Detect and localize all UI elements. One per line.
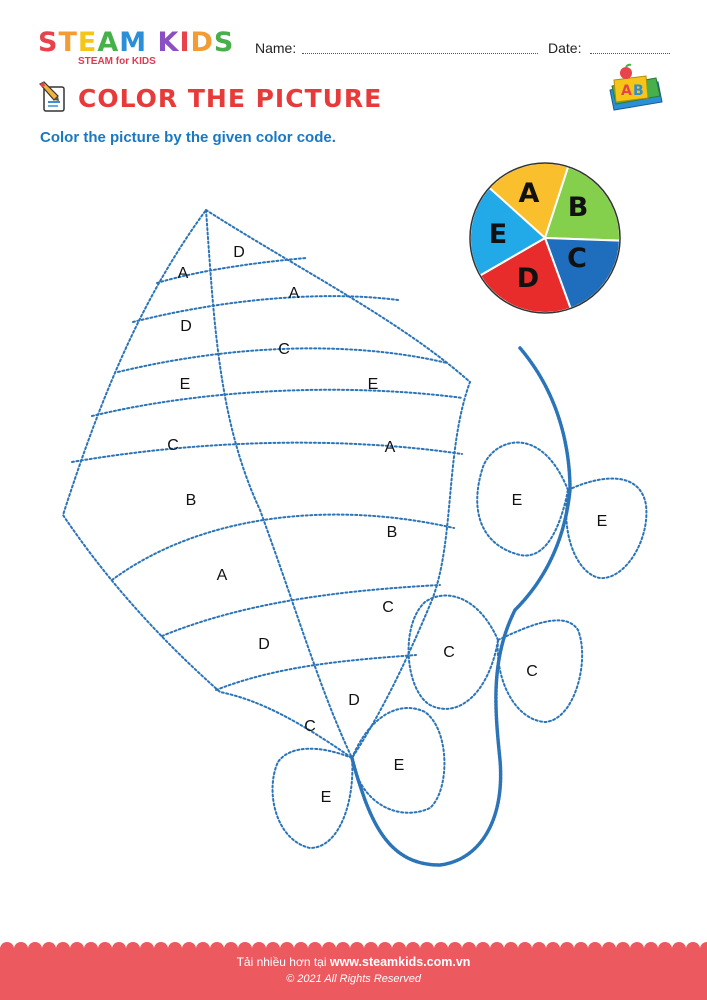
bow-right-loop <box>565 477 648 580</box>
region-color-letter[interactable]: E <box>321 789 332 806</box>
bow-left-loop <box>271 747 354 850</box>
footer-bar <box>0 948 707 1000</box>
logo-letter: T <box>58 27 78 58</box>
page-title: COLOR THE PICTURE <box>78 84 383 113</box>
footer-prefix: Tải nhiều hơn tại <box>236 955 330 969</box>
region-color-letter[interactable]: E <box>597 513 608 530</box>
logo-letter: S <box>213 27 235 58</box>
region-color-letter[interactable]: E <box>180 376 191 393</box>
bow-right-loop <box>350 707 446 814</box>
date-label: Date: <box>548 40 582 56</box>
region-color-letter[interactable]: D <box>348 692 360 709</box>
logo-letter: K <box>157 27 180 58</box>
footer-site-link[interactable]: www.steamkids.com.vn <box>329 955 471 969</box>
region-color-letter[interactable]: C <box>304 718 316 735</box>
svg-text:B: B <box>633 83 644 99</box>
bow-left-loop <box>476 441 570 557</box>
logo-title: STEAM KIDS <box>38 28 238 58</box>
kite-stripe <box>71 441 463 463</box>
region-color-letter[interactable]: C <box>278 341 290 358</box>
logo-letter: M <box>119 27 148 58</box>
kite-tail-string <box>350 346 572 867</box>
kite-stripe <box>161 584 441 637</box>
region-color-letter[interactable]: A <box>385 439 396 456</box>
svg-text:A: A <box>621 83 632 99</box>
logo-letter: I <box>179 27 191 58</box>
region-color-letter[interactable]: D <box>233 244 245 261</box>
kite-stripe <box>91 388 464 417</box>
footer-website: Tải nhiều hơn tại www.steamkids.com.vn <box>0 955 707 969</box>
name-field[interactable] <box>302 53 538 54</box>
region-color-letter[interactable]: B <box>186 492 197 509</box>
logo-letter: S <box>38 27 59 58</box>
region-color-letter[interactable]: B <box>387 524 398 541</box>
steam-kids-logo: STEAM KIDS STEAM for KIDS <box>38 28 238 70</box>
region-color-letter[interactable]: E <box>512 492 523 509</box>
region-color-letter[interactable]: C <box>382 599 394 616</box>
region-color-letter[interactable]: D <box>258 636 270 653</box>
kite-spine <box>205 209 353 759</box>
kite-stripe <box>132 295 399 323</box>
footer-copyright: © 2021 All Rights Reserved <box>286 973 421 985</box>
logo-letter: A <box>97 27 120 58</box>
kite-stripe <box>215 654 417 691</box>
bow-right-loop <box>496 619 584 724</box>
region-color-letter[interactable]: E <box>394 757 405 774</box>
pencil-paper-icon <box>39 81 65 112</box>
date-field[interactable] <box>590 53 670 54</box>
kite-stripe <box>156 257 307 284</box>
region-color-letter[interactable]: E <box>368 376 379 393</box>
logo-letter: E <box>77 27 98 58</box>
kite-outline <box>61 208 472 760</box>
region-color-letter[interactable]: D <box>180 318 192 335</box>
region-color-letter[interactable]: C <box>443 644 455 661</box>
kite-stripe <box>111 513 455 581</box>
region-color-letter[interactable]: A <box>289 285 300 302</box>
logo-letter: D <box>190 27 214 58</box>
kite-stripe <box>117 347 448 373</box>
region-color-letter[interactable]: A <box>217 567 228 584</box>
region-color-letter[interactable]: A <box>178 265 189 282</box>
name-label: Name: <box>255 40 297 56</box>
logo-subtitle: STEAM for KIDS <box>78 56 156 67</box>
bow-left-loop <box>407 594 500 710</box>
region-color-letter[interactable]: C <box>526 663 538 680</box>
abc-books-icon: A B <box>609 63 663 111</box>
region-color-letter[interactable]: C <box>167 437 179 454</box>
instruction-text: Color the picture by the given color cod… <box>40 129 336 146</box>
